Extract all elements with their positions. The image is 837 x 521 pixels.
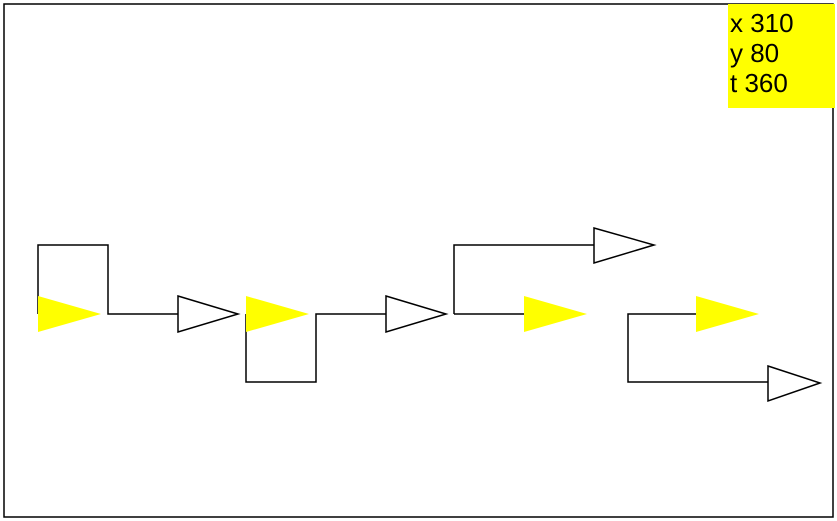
- turtle-path-2: [245, 313, 386, 383]
- turtle-start-icon: [246, 296, 309, 332]
- turtle-path-3: [453, 244, 594, 314]
- turtle-start-icon: [524, 296, 587, 332]
- turtle-path-1: [37, 244, 178, 315]
- turtle-start-icon: [696, 296, 759, 332]
- turtle-end-icon: [177, 294, 241, 334]
- turtle-path-4: [627, 313, 768, 383]
- heading-readout: t 360: [730, 68, 788, 98]
- turtle-end-icon: [593, 227, 657, 265]
- turtle-end-icon: [767, 364, 823, 403]
- turtle-end-icon: [385, 294, 449, 334]
- canvas-frame: [3, 3, 834, 518]
- turtle-start-icon: [38, 296, 101, 332]
- y-readout: y 80: [730, 38, 780, 68]
- turtle-status-readout: x 310 y 80 t 360: [728, 4, 835, 108]
- x-readout: x 310: [730, 8, 794, 38]
